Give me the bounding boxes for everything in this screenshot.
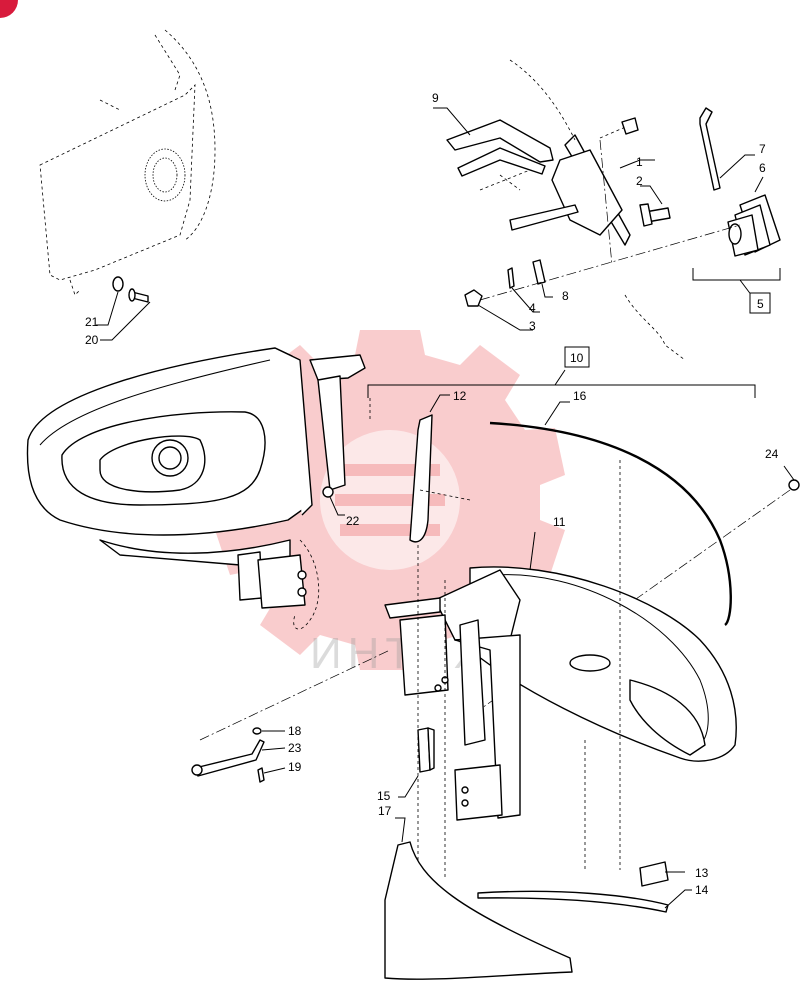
- callout-20: 20: [85, 333, 99, 347]
- motor-6: [727, 194, 781, 257]
- callout-4: 4: [529, 301, 536, 315]
- callout-3: 3: [529, 319, 536, 333]
- bolt-top: [599, 117, 639, 139]
- mirror-bracket: [237, 354, 366, 609]
- strip-14: [477, 890, 669, 913]
- callout-15: 15: [377, 789, 391, 803]
- callout-12: 12: [453, 389, 467, 403]
- callout-11: 11: [553, 515, 566, 529]
- callout-24: 24: [765, 447, 779, 461]
- callout-10: 10: [570, 351, 584, 365]
- pad-15: [417, 727, 435, 773]
- callout-19: 19: [288, 760, 302, 774]
- callout-23: 23: [288, 741, 302, 755]
- speaker-grille: [144, 148, 186, 202]
- cover-17: [384, 841, 573, 980]
- handle-9: [446, 119, 554, 177]
- mount-arm: [384, 569, 521, 821]
- callout-21: 21: [85, 315, 99, 329]
- callout-6: 6: [759, 161, 766, 175]
- screw-22: [322, 486, 334, 498]
- wire-7: [699, 107, 721, 191]
- callout-13: 13: [695, 866, 709, 880]
- motor-housing-1: [509, 134, 631, 246]
- callout-2: 2: [636, 174, 643, 188]
- callout-box-5: [749, 292, 771, 314]
- seal-12: [409, 414, 433, 543]
- callout-14: 14: [695, 883, 709, 897]
- screw-2: [639, 203, 671, 227]
- nut-3: [464, 289, 483, 307]
- clip-8: [532, 259, 546, 285]
- callout-1: 1: [636, 155, 643, 169]
- callout-18: 18: [288, 724, 302, 738]
- bolt-20: [128, 288, 149, 303]
- callout-8: 8: [562, 289, 569, 303]
- callout-5: 5: [757, 297, 764, 311]
- washer-21: [112, 276, 124, 292]
- mirror-shell-11: [469, 566, 737, 762]
- callout-9: 9: [432, 91, 439, 105]
- bolt-24: [788, 479, 800, 491]
- callout-box-10: [564, 346, 590, 368]
- callout-16: 16: [573, 389, 587, 403]
- cab-panel: [39, 29, 216, 296]
- pin-19: [257, 767, 265, 783]
- lever-23: [191, 739, 265, 777]
- callout-22: 22: [346, 514, 360, 528]
- callout-17: 17: [378, 804, 392, 818]
- nut-18: [252, 727, 262, 735]
- pin-4: [507, 267, 515, 289]
- clip-13: [639, 861, 669, 887]
- callout-7: 7: [759, 142, 766, 156]
- corner-marker: [0, 0, 18, 18]
- gasket-16: [489, 421, 732, 626]
